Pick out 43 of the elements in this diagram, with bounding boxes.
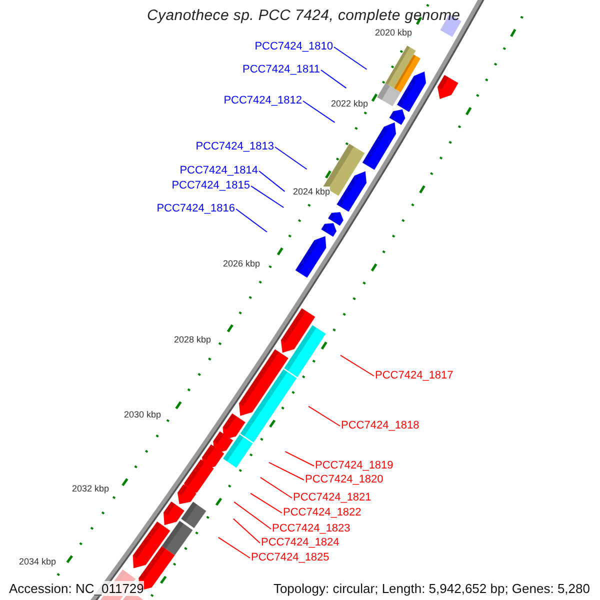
position-label: 2026 kbp xyxy=(222,258,260,270)
leader-line xyxy=(320,70,347,89)
leader-line xyxy=(340,354,374,376)
genome-info-text: Topology: circular; Length: 5,942,652 bp; Genes: 5,280 xyxy=(273,581,590,596)
leader-line xyxy=(274,146,308,170)
leader-line xyxy=(308,406,340,426)
gene-label: PCC7424_1810 xyxy=(254,40,333,54)
diagram-title: Cyanothece sp. PCC 7424, complete genome xyxy=(147,7,460,24)
leader-line xyxy=(260,476,292,498)
gene-label: PCC7424_1822 xyxy=(283,506,362,520)
gene-label: PCC7424_1824 xyxy=(261,536,340,550)
gene-label: PCC7424_1813 xyxy=(196,140,274,154)
gene-label: PCC7424_1825 xyxy=(251,552,330,564)
gene-label: PCC7424_1819 xyxy=(315,460,394,472)
accession-text: Accession: NC_011729 xyxy=(9,581,144,596)
gene-label: PCC7424_1816 xyxy=(156,202,235,216)
leader-line xyxy=(236,208,268,233)
position-label: 2030 kbp xyxy=(124,410,161,420)
gene-label: PCC7424_1812 xyxy=(224,94,302,108)
position-label: 2020 kbp xyxy=(374,28,412,38)
position-label: 2034 kbp xyxy=(18,556,56,568)
leader-line xyxy=(334,46,368,70)
gene-label: PCC7424_1823 xyxy=(272,522,350,536)
position-label: 2032 kbp xyxy=(72,484,109,494)
leader-line xyxy=(250,492,282,514)
position-label: 2024 kbp xyxy=(292,186,330,198)
position-label: 2022 kbp xyxy=(330,98,368,110)
gene-label: PCC7424_1817 xyxy=(375,370,454,382)
leader-line xyxy=(250,186,284,208)
gene-label: PCC7424_1815 xyxy=(172,180,250,192)
leader-line xyxy=(232,518,260,544)
gene-label: PCC7424_1821 xyxy=(293,492,372,504)
leader-line xyxy=(258,170,286,192)
position-label: 2028 kbp xyxy=(174,334,211,346)
gene-label: PCC7424_1818 xyxy=(341,420,420,432)
leader-line xyxy=(302,100,336,123)
leader-line xyxy=(234,501,272,530)
gene-label: PCC7424_1811 xyxy=(242,64,320,76)
leader-line xyxy=(218,536,250,558)
gene-label: PCC7424_1820 xyxy=(305,474,384,486)
leader-line xyxy=(268,462,304,480)
gene-label: PCC7424_1814 xyxy=(180,164,258,178)
leader-line xyxy=(284,451,314,466)
